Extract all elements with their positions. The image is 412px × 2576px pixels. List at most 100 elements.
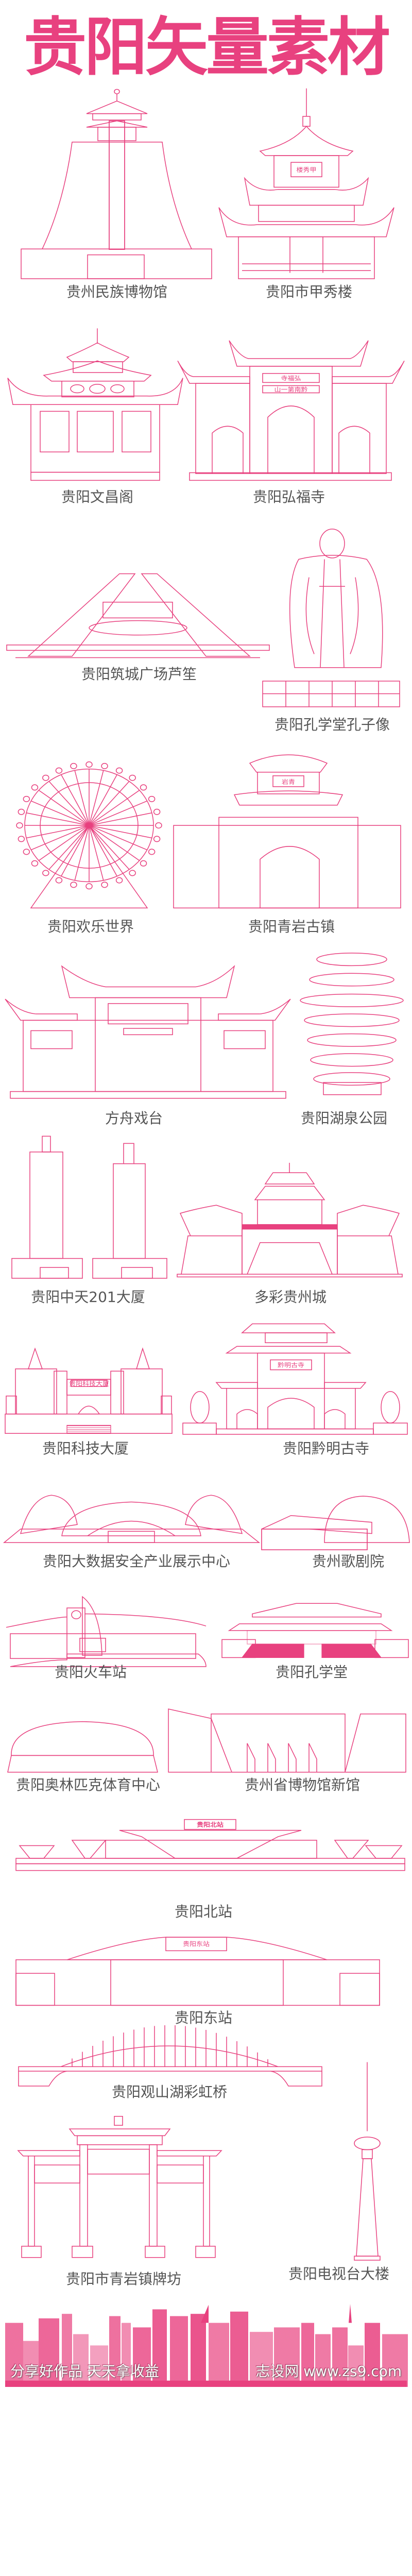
jiaxiu-sign: 楼秀甲 xyxy=(297,166,317,173)
ethnic-museum-drawing xyxy=(21,89,212,279)
guiyang-east-station-drawing: 贵阳东站 xyxy=(16,1937,380,2005)
fangzhou-stage-drawing xyxy=(5,966,290,1098)
wheel-spoke xyxy=(89,801,147,825)
gondola xyxy=(16,823,23,828)
tower-tier xyxy=(311,1054,393,1066)
wheel-spoke xyxy=(89,813,152,825)
confucius-academy-drawing xyxy=(222,1603,408,1657)
gondola xyxy=(56,768,62,773)
gondola xyxy=(86,762,92,768)
label-qingyan-archway: 贵阳市青岩镇牌坊 xyxy=(65,2270,182,2287)
big-data-center-drawing xyxy=(4,1495,259,1543)
guizhou-opera-house-drawing xyxy=(262,1496,409,1550)
tower-tier xyxy=(310,973,394,986)
skyline-building xyxy=(152,2309,167,2387)
wheel-spoke xyxy=(31,825,89,850)
footer-slogan: 分享好作品 天天拿收益 xyxy=(10,2363,159,2380)
guanshan-lake-rainbow-bridge-drawing xyxy=(19,2025,322,2086)
label-hongfu-temple: 贵阳弘福寺 xyxy=(252,488,325,505)
tower-tier xyxy=(304,1014,399,1027)
zhongtian-201-building-drawing xyxy=(12,1136,167,1278)
label-huquan-park: 贵阳湖泉公园 xyxy=(300,1110,388,1127)
qingyan-sign: 岩青 xyxy=(282,778,295,785)
label-provincial-museum: 贵州省博物馆新馆 xyxy=(244,1776,360,1793)
tv-tower-drawing xyxy=(354,2062,380,2260)
city-skyline-silhouette xyxy=(5,2303,408,2387)
skyline-building xyxy=(62,2314,72,2387)
label-rainbow-bridge: 贵阳观山湖彩虹桥 xyxy=(111,2083,228,2100)
skyline-building xyxy=(133,2327,151,2387)
label-qingyan-town: 贵阳青岩古镇 xyxy=(248,918,335,935)
wheel-support xyxy=(31,825,147,908)
gondola xyxy=(116,877,123,883)
label-olympic-center: 贵阳奥林匹克体育中心 xyxy=(15,1776,161,1793)
gondola xyxy=(154,809,160,815)
skyline-building xyxy=(332,2327,348,2387)
wheel-spoke xyxy=(49,825,89,870)
wheel-spoke xyxy=(39,790,89,825)
label-ethnic-museum: 贵州民族博物馆 xyxy=(66,283,168,300)
skyline-building xyxy=(315,2334,331,2387)
gondola xyxy=(129,775,135,781)
wheel-spoke xyxy=(89,825,117,876)
skyline-building xyxy=(39,2318,59,2387)
skyline-building xyxy=(230,2311,248,2387)
provincial-museum-new-drawing xyxy=(168,1709,406,1772)
wheel-spoke xyxy=(89,825,140,860)
skyline-building xyxy=(301,2323,314,2387)
qianming-temple-drawing: 黔明古寺 xyxy=(183,1324,407,1434)
gondola xyxy=(156,823,162,828)
wheel-spoke xyxy=(89,825,104,880)
skyline-building xyxy=(5,2323,23,2387)
skyline-ground-band xyxy=(5,2380,407,2387)
label-fangzhou-stage: 方舟戏台 xyxy=(105,1110,163,1127)
jiaxiu-tower-drawing: 楼秀甲 xyxy=(219,89,394,279)
skyline-building xyxy=(191,2314,206,2387)
guiyang-railway-station-drawing xyxy=(6,1597,206,1667)
skyline-building xyxy=(365,2323,380,2387)
wheel-spoke xyxy=(89,790,140,825)
hongfu-subsign: 山一第南黔 xyxy=(274,386,308,393)
wheel-spoke xyxy=(49,782,89,826)
label-wenchang-pavilion: 贵阳文昌阁 xyxy=(61,488,134,505)
hongfu-sign: 寺福弘 xyxy=(281,375,301,382)
gondola xyxy=(86,884,92,889)
footer-watermark: 志设网 www.zs9.com xyxy=(255,2363,402,2380)
wheel-spoke xyxy=(26,813,89,825)
tower-base xyxy=(323,1082,381,1095)
gondola xyxy=(101,764,108,769)
wheel-spoke xyxy=(26,825,89,838)
skyline-building xyxy=(170,2316,188,2387)
colorful-guizhou-city-drawing xyxy=(177,1163,402,1277)
label-zhucheng-square: 贵阳筑城广场芦笙 xyxy=(81,666,197,683)
wheel-spoke xyxy=(39,825,89,860)
label-duocai-city: 多彩贵州城 xyxy=(254,1289,327,1306)
label-science-tech-building: 贵阳科技大厦 xyxy=(42,1440,129,1457)
olympic-sports-center-drawing xyxy=(8,1722,158,1772)
wheel-spoke xyxy=(75,770,89,825)
confucius-statue-drawing xyxy=(263,529,400,707)
label-tv-tower: 贵阳电视台大楼 xyxy=(288,2265,390,2282)
gondola xyxy=(154,836,160,842)
gondola xyxy=(23,796,29,802)
ferris-wheel-drawing xyxy=(16,762,162,908)
gondola xyxy=(141,861,147,867)
label-qianming-temple: 贵阳黔明古寺 xyxy=(282,1440,370,1457)
wheel-spoke xyxy=(75,825,89,880)
wheel-spoke xyxy=(31,801,89,825)
gondola xyxy=(149,849,155,855)
skyline-building xyxy=(382,2334,408,2387)
tower-tier xyxy=(314,1073,390,1086)
tower-tier xyxy=(317,953,387,966)
tower-tier xyxy=(307,1034,396,1047)
label-railway-station: 贵阳火车站 xyxy=(54,1664,127,1681)
gondola xyxy=(43,775,49,781)
wheel-spoke xyxy=(89,782,129,826)
label-zhongtian-201: 贵阳中天201大厦 xyxy=(31,1289,145,1306)
hongfu-temple-drawing: 寺福弘 山一第南黔 xyxy=(178,341,404,480)
gondola xyxy=(31,785,38,790)
label-north-station: 贵阳北站 xyxy=(174,1903,233,1920)
skyline-building xyxy=(90,2345,108,2387)
gondola xyxy=(56,877,62,883)
wenchang-pavilion-drawing xyxy=(8,328,183,480)
